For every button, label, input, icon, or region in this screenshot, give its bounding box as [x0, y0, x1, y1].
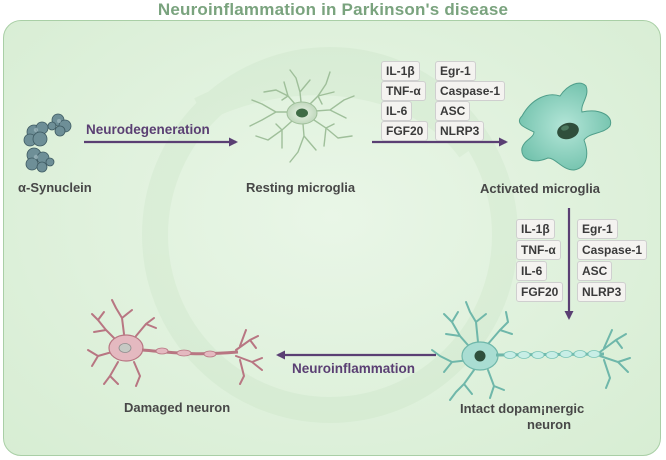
intact-neuron-label-line1: Intact dopam¡nergic	[460, 401, 585, 416]
marker-chip: Egr-1	[577, 219, 618, 239]
marker-chip: IL-6	[516, 261, 548, 281]
marker-chip: IL-6	[381, 101, 413, 121]
marker-chip: IL-1β	[381, 61, 420, 81]
marker-chip: FGF20	[381, 121, 429, 141]
intact-neuron-nucleus	[474, 350, 486, 362]
activated-microglia-label: Activated microglia	[480, 181, 600, 196]
synuclein-label: α-Synuclein	[18, 180, 92, 195]
damaged-neuron-icon	[87, 299, 263, 387]
neuroinflammation-label: Neuroinflammation	[292, 361, 416, 376]
marker-chip: ASC	[577, 261, 613, 281]
marker-chip: TNF-α	[381, 81, 426, 101]
marker-chip: FGF20	[516, 282, 564, 302]
marker-chip: TNF-α	[516, 240, 561, 260]
resting-microglia-label: Resting microglia	[246, 180, 356, 195]
neurodegeneration-label: Neurodegeneration	[86, 122, 210, 137]
intact-neuron-icon	[431, 301, 631, 401]
marker-chip: IL-1β	[516, 219, 555, 239]
marker-chip: ASC	[435, 101, 471, 121]
damaged-neuron-label: Damaged neuron	[124, 400, 231, 415]
intact-neuron-label-line2: neuron	[527, 417, 572, 432]
damaged-neuron-axon	[141, 347, 239, 358]
marker-chip: Caspase-1	[577, 240, 648, 260]
activated-microglia-icon	[518, 82, 612, 171]
marker-chip: NLRP3	[435, 121, 485, 141]
marker-chip: NLRP3	[577, 282, 627, 302]
marker-chip: Caspase-1	[435, 81, 506, 101]
damaged-neuron-nucleus	[118, 343, 132, 353]
marker-chip: Egr-1	[435, 61, 476, 81]
resting-microglia-nucleus	[296, 108, 308, 118]
diagram-title: Neuroinflammation in Parkinson's disease	[157, 0, 509, 19]
intact-neuron-axon	[495, 350, 605, 359]
synuclein-aggregates-icon	[23, 113, 72, 173]
